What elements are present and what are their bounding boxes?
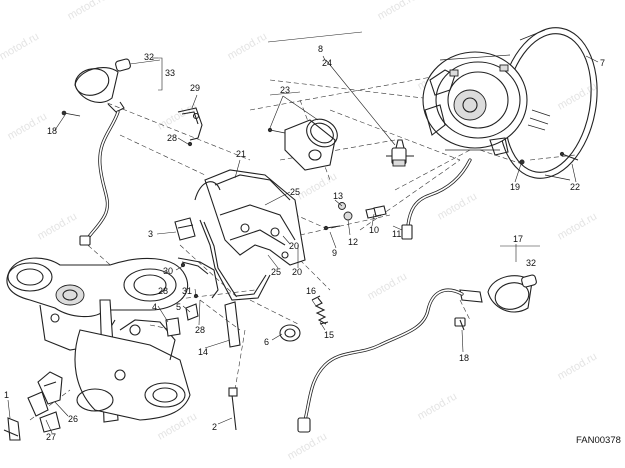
label-10: 10: [369, 225, 379, 235]
label-15: 15: [324, 330, 334, 340]
label-17: 17: [513, 234, 523, 244]
label-30: 30: [163, 266, 173, 276]
leader-lines: [7, 55, 599, 434]
label-23: 23: [280, 85, 290, 95]
svg-text:motod.ru: motod.ru: [366, 270, 410, 302]
label-9: 9: [332, 248, 337, 258]
label-25-top: 25: [290, 187, 300, 197]
indicator-right: [297, 274, 537, 433]
svg-text:motod.ru: motod.ru: [556, 350, 600, 382]
label-24: 24: [322, 58, 332, 68]
label-3: 3: [148, 229, 153, 239]
screw-18-right: [459, 319, 465, 331]
screws-9-12-13: [323, 202, 387, 231]
label-28-mid: 28: [158, 286, 168, 296]
svg-text:motod.ru: motod.ru: [416, 390, 460, 422]
label-18-right: 18: [459, 353, 469, 363]
label-14: 14: [198, 347, 208, 357]
label-19: 19: [510, 182, 520, 192]
rear-cover-and-gasket: [267, 118, 338, 171]
label-22: 22: [570, 182, 580, 192]
label-5: 5: [176, 302, 181, 312]
switch-assembly-26-27: [3, 371, 63, 441]
label-11: 11: [392, 229, 401, 239]
triple-clamp: [6, 257, 191, 423]
part-number-labels: 32 33 18 29 28 21 25 3 20 8 24 23 7 13 1…: [4, 44, 621, 446]
label-26: 26: [68, 414, 78, 424]
svg-text:motod.ru: motod.ru: [6, 110, 50, 142]
svg-text:motod.ru: motod.ru: [156, 100, 200, 132]
svg-text:motod.ru: motod.ru: [226, 30, 270, 62]
label-27: 27: [46, 432, 56, 442]
label-20-top: 20: [289, 241, 299, 251]
label-13: 13: [333, 191, 343, 201]
label-12: 12: [348, 237, 358, 247]
label-7: 7: [600, 58, 605, 68]
label-32-right: 32: [526, 258, 536, 268]
headlight-bulb: [386, 139, 414, 167]
spring-16: [311, 295, 329, 325]
label-4: 4: [152, 302, 157, 312]
label-29: 29: [190, 83, 200, 93]
headlight-bracket: [194, 169, 306, 301]
label-21: 21: [236, 149, 246, 159]
svg-text:motod.ru: motod.ru: [376, 0, 420, 23]
label-2: 2: [212, 422, 217, 432]
small-bracket-29: [177, 107, 203, 147]
headlight-unit: [422, 51, 551, 156]
label-32-front: 32: [144, 52, 154, 62]
diagram-reference-code: FAN00378: [576, 435, 621, 446]
label-1: 1: [4, 390, 9, 400]
bolts-4-5-14: [165, 301, 301, 431]
label-25-bottom: 25: [271, 267, 281, 277]
svg-text:motod.ru: motod.ru: [286, 430, 330, 462]
screws-19-22: [519, 151, 579, 165]
label-6: 6: [264, 337, 269, 347]
front-indicator-left: [61, 58, 131, 246]
svg-text:motod.ru: motod.ru: [436, 190, 480, 222]
label-33: 33: [165, 68, 175, 78]
label-28-top: 28: [167, 133, 177, 143]
label-8: 8: [318, 44, 323, 54]
svg-text:motod.ru: motod.ru: [556, 210, 600, 242]
label-brackets: [152, 31, 540, 262]
part-3-block: [174, 217, 196, 241]
svg-text:motod.ru: motod.ru: [0, 30, 41, 62]
label-20-bottom: 20: [292, 267, 302, 277]
svg-text:motod.ru: motod.ru: [66, 0, 110, 23]
label-18-left: 18: [47, 126, 57, 136]
small-bracket-30: [177, 257, 219, 299]
headlight-cable: [401, 158, 472, 240]
label-31: 31: [182, 286, 192, 296]
svg-text:motod.ru: motod.ru: [36, 210, 80, 242]
label-28-bottom: 28: [195, 325, 205, 335]
label-16: 16: [306, 286, 316, 296]
svg-text:motod.ru: motod.ru: [556, 80, 600, 112]
